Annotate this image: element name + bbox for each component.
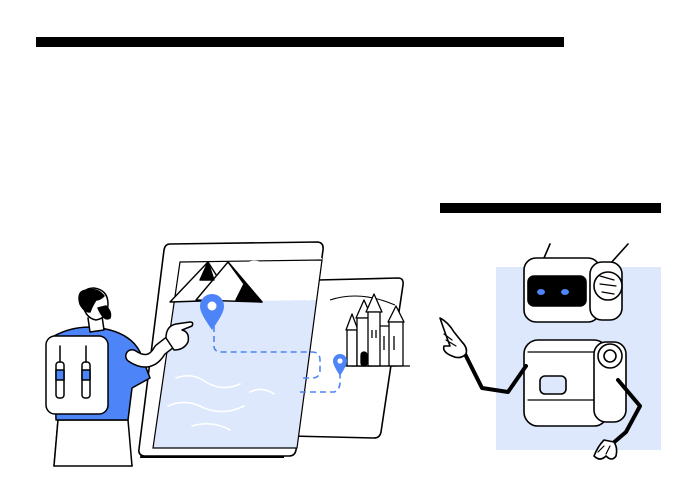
route-path: [213, 326, 341, 393]
mountain-icon: [169, 261, 263, 303]
location-pin-icon: [200, 294, 224, 330]
castle-icon: [342, 293, 410, 367]
traveler-icon: [45, 287, 194, 467]
robot-icon: [439, 243, 642, 460]
map-water-lines: [167, 260, 309, 431]
headline-placeholder-bar: [36, 37, 564, 47]
location-pin-icon: [333, 354, 347, 376]
caption-placeholder-bar: [440, 203, 661, 213]
